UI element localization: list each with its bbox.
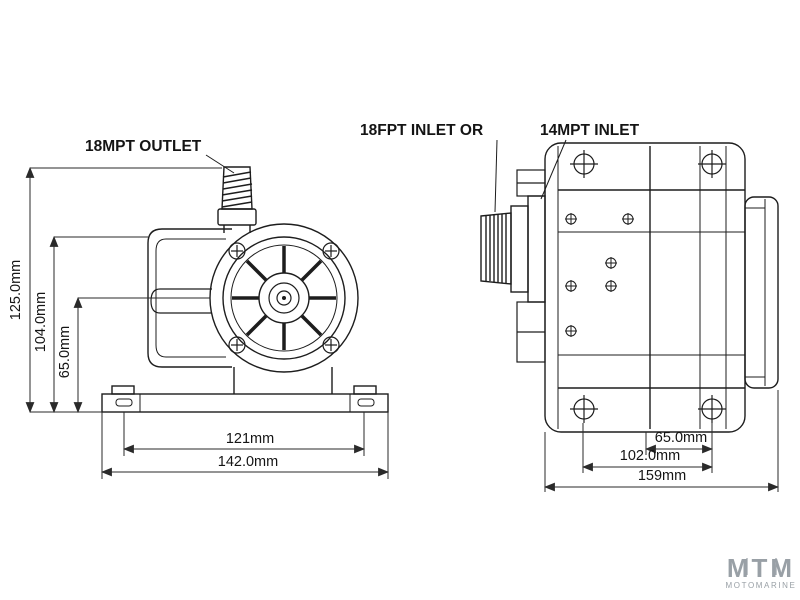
inlet-pipe-threads: [480, 195, 546, 303]
outlet-pipe-threads: [217, 166, 257, 233]
dim-screw-spacing: 102.0mm: [620, 448, 680, 464]
dim-body-height: 104.0mm: [33, 292, 49, 352]
dim-center-height: 65.0mm: [57, 326, 73, 378]
logo-text: MTM: [727, 553, 795, 583]
inlet-fpt-label: 18FPT INLET OR: [360, 122, 483, 139]
brand-logo: MTM MOTOMARINE: [726, 553, 797, 590]
face-screws: [228, 242, 340, 354]
dim-base-width: 142.0mm: [218, 454, 278, 470]
impeller-spokes: [232, 246, 336, 350]
housing-small-screws: [565, 213, 634, 337]
pump-housing-side: [544, 142, 746, 433]
side-view: [480, 142, 779, 433]
inlet-mpt-label: 14MPT INLET: [540, 122, 640, 139]
side-dimension-lines: [543, 390, 780, 492]
inlet-fpt-leader-line: [494, 139, 498, 213]
mounting-base: [101, 367, 389, 413]
inlet-mpt-leader-line: [540, 139, 567, 200]
outlet-label: 18MPT OUTLET: [85, 138, 202, 155]
front-dimension-lines: [25, 166, 390, 479]
outlet-leader-line: [205, 154, 235, 174]
dim-port-offset: 65.0mm: [655, 430, 707, 446]
motor-end-cap: [744, 196, 779, 389]
dim-overall-length: 159mm: [638, 468, 686, 484]
front-view: [101, 166, 389, 413]
dim-overall-height: 125.0mm: [8, 260, 24, 320]
housing-corner-screws: [570, 150, 726, 423]
logo-subtitle: MOTOMARINE: [726, 581, 797, 590]
dim-slot-spacing: 121mm: [226, 431, 274, 447]
pump-face: [209, 223, 359, 373]
